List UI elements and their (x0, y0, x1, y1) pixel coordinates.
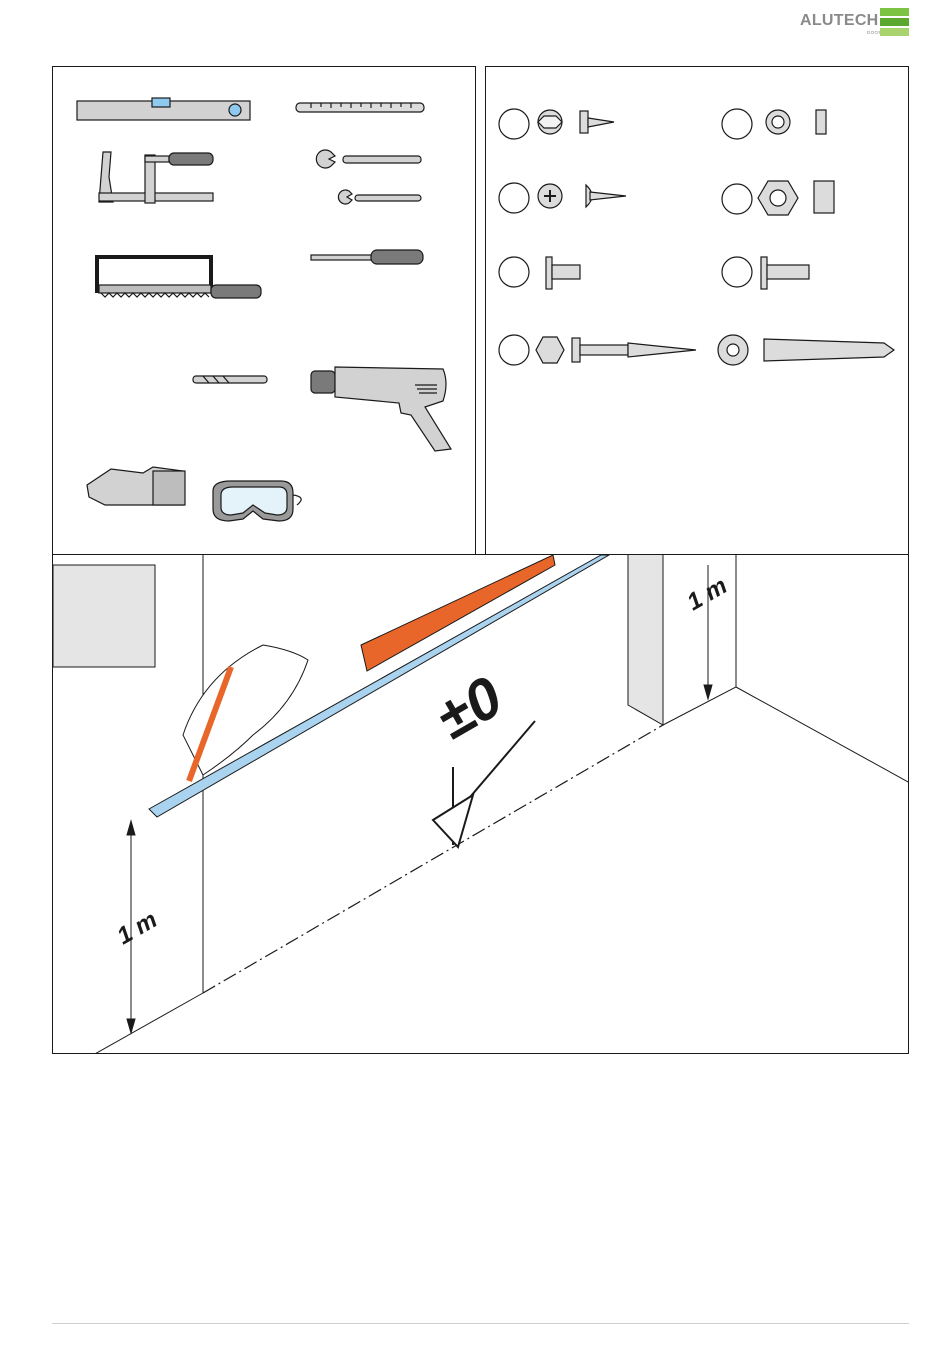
hacksaw-icon (97, 257, 261, 298)
tools-panel (52, 66, 476, 556)
orange-level-icon (361, 555, 555, 671)
carriage-bolt-long-icon (722, 257, 809, 289)
fasteners-panel (485, 66, 909, 556)
footer-divider (52, 1323, 909, 1324)
electric-drill-icon (311, 367, 451, 451)
wall-marking-drawing: 1 m 1 m ±0 (53, 555, 909, 1054)
tools-drawing (53, 67, 477, 557)
zero-label: ±0 (425, 664, 513, 752)
drill-bit-icon (193, 376, 267, 383)
wall-panel (53, 565, 155, 667)
wall-pillar (628, 555, 663, 725)
fasteners-drawing (486, 67, 910, 557)
large-hex-nut-icon (722, 181, 834, 215)
wrench-icon (316, 150, 421, 168)
left-height-label: 1 m (113, 906, 162, 950)
alutech-logo: ALUTECH DOOR SYSTEMS (800, 8, 912, 40)
hex-nut-icon (722, 109, 826, 139)
phillips-screw-icon (499, 183, 626, 213)
screwdriver-icon (311, 250, 423, 264)
clamp-icon (99, 152, 213, 203)
washer-dowel-icon (718, 335, 894, 365)
brand-name: ALUTECH (800, 12, 879, 30)
zero-level-marker (433, 721, 535, 847)
small-wrench-icon (338, 190, 421, 204)
tape-measure-icon (296, 103, 424, 112)
spirit-level-icon (77, 98, 250, 120)
marking-illustration: 1 m 1 m ±0 (52, 554, 909, 1054)
carriage-bolt-icon (499, 257, 580, 289)
logo-flag-icon (880, 8, 909, 36)
gloves-icon (87, 467, 185, 505)
goggles-icon (213, 481, 301, 521)
hex-self-tapping-screw-icon (499, 109, 614, 139)
hex-lag-screw-icon (499, 335, 696, 365)
zero-level-line (203, 725, 663, 993)
